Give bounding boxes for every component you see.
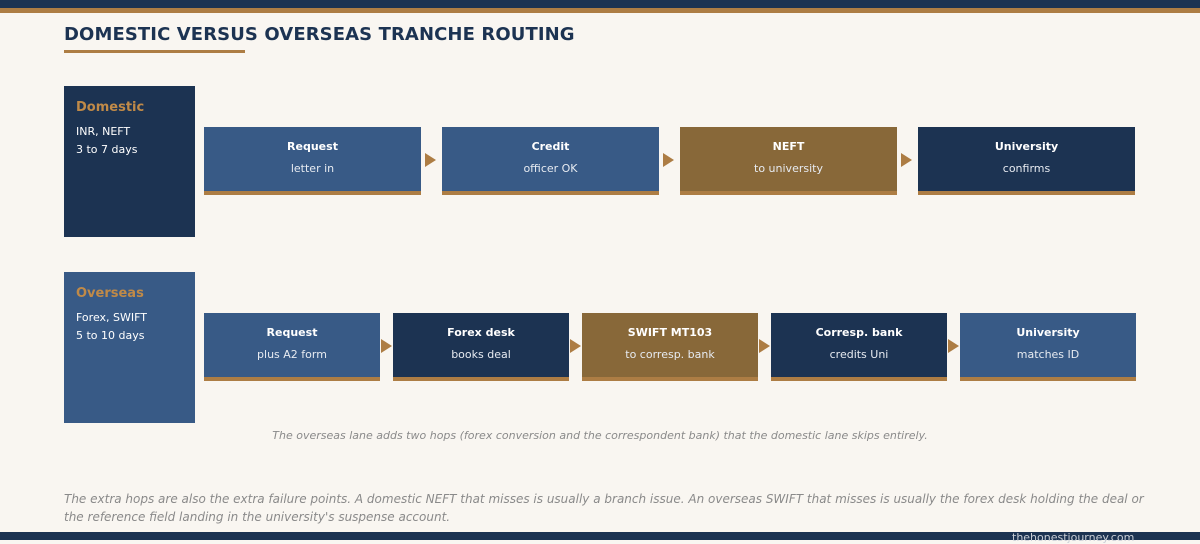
overseas-step-forex-desk: Forex desk books deal (393, 313, 569, 381)
overseas-lane-name: Overseas (76, 286, 144, 301)
top-accent-bar (0, 0, 1200, 8)
overseas-lane-label: Overseas Forex, SWIFT 5 to 10 days (64, 272, 195, 423)
flow-arrow (948, 339, 959, 353)
flow-arrow (570, 339, 581, 353)
step-subtitle: officer OK (523, 162, 578, 175)
flow-arrow (663, 153, 674, 167)
overseas-lane-currency: Forex, SWIFT (76, 311, 147, 324)
bottom-bar (0, 532, 1200, 540)
domestic-step-request: Request letter in (204, 127, 421, 195)
footnote: The extra hops are also the extra failur… (64, 492, 1144, 524)
title-underline (64, 50, 245, 53)
step-subtitle: to corresp. bank (625, 348, 715, 361)
flow-arrow (759, 339, 770, 353)
domestic-lane-currency: INR, NEFT (76, 125, 131, 138)
overseas-step-request: Request plus A2 form (204, 313, 380, 381)
domestic-lane-duration: 3 to 7 days (76, 143, 138, 156)
step-title: Corresp. bank (815, 326, 903, 339)
step-subtitle: books deal (451, 348, 511, 361)
overseas-step-corresp-bank: Corresp. bank credits Uni (771, 313, 947, 381)
flow-arrow (901, 153, 912, 167)
step-subtitle: to university (754, 162, 823, 175)
step-title: Request (287, 140, 338, 153)
step-title: University (1016, 326, 1080, 339)
overseas-step-swift: SWIFT MT103 to corresp. bank (582, 313, 758, 381)
step-subtitle: confirms (1002, 162, 1051, 175)
step-title: Request (266, 326, 318, 339)
step-title: SWIFT MT103 (627, 326, 713, 339)
flow-arrow (425, 153, 436, 167)
flow-arrow (381, 339, 392, 353)
step-title: University (994, 140, 1059, 153)
domestic-lane-label: Domestic INR, NEFT 3 to 7 days (64, 86, 195, 237)
domestic-step-credit: Credit officer OK (442, 127, 659, 195)
domestic-step-university: University confirms (918, 127, 1135, 195)
page-title: DOMESTIC VERSUS OVERSEAS TRANCHE ROUTING (64, 24, 575, 45)
step-title: NEFT (772, 140, 805, 153)
footer-site-url: thehonestjourney.com (1012, 531, 1135, 544)
top-accent-stripe (0, 8, 1200, 13)
step-subtitle: letter in (290, 162, 335, 175)
step-title: Credit (531, 140, 570, 153)
step-subtitle: plus A2 form (257, 348, 327, 361)
step-subtitle: matches ID (1016, 348, 1080, 361)
domestic-lane-name: Domestic (76, 100, 145, 115)
step-subtitle: credits Uni (829, 348, 889, 361)
domestic-step-neft: NEFT to university (680, 127, 897, 195)
overseas-step-university: University matches ID (960, 313, 1136, 381)
overseas-lane-duration: 5 to 10 days (76, 329, 145, 342)
step-title: Forex desk (447, 326, 515, 339)
diagram-caption: The overseas lane adds two hops (forex c… (272, 429, 928, 442)
